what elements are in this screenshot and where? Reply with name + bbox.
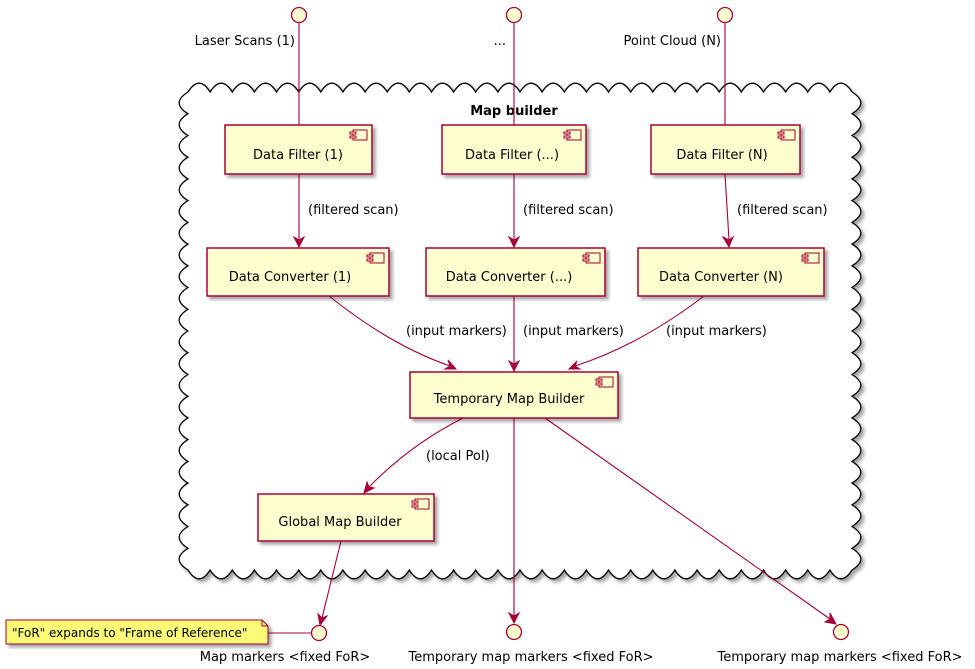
arrowhead — [507, 235, 521, 249]
output-label-map-markers: Map markers <fixed FoR> — [200, 650, 371, 665]
interface-temp-markers-1 — [505, 623, 523, 641]
edge-filter3-to-conv3 — [724, 173, 730, 241]
arrowhead — [507, 359, 521, 373]
component-label: Data Converter (N) — [659, 270, 783, 285]
edge-label-input-3: (input markers) — [666, 324, 767, 339]
arrowhead — [363, 480, 376, 494]
interface-map-markers — [310, 624, 328, 642]
edge-label-input-1: (input markers) — [406, 324, 507, 339]
edge-label-input-2: (input markers) — [523, 324, 624, 339]
interface-laser-scans — [290, 6, 308, 24]
converter-edges — [328, 295, 705, 373]
component-global-map-builder: Global Map Builder — [257, 493, 435, 542]
output-label-temp-markers-2: Temporary map markers <fixed FoR> — [716, 650, 962, 665]
edge-temp-to-tempmarkers2 — [544, 417, 831, 620]
edge-conv1-to-temp — [328, 295, 451, 367]
input-edges — [298, 20, 726, 125]
component-icon — [777, 129, 796, 141]
component-icon — [801, 252, 820, 264]
arrowhead — [292, 235, 306, 249]
component-data-converter-2: Data Converter (...) — [425, 247, 606, 297]
edge-label-filtered-2: (filtered scan) — [523, 203, 614, 218]
component-box — [650, 124, 801, 175]
arrowhead — [443, 359, 458, 370]
component-data-filter-n: Data Filter (N) — [650, 124, 801, 175]
interface-dots — [505, 6, 523, 24]
edge-label-filtered-3: (filtered scan) — [737, 203, 828, 218]
note-fold — [261, 620, 268, 627]
component-label: Data Converter (1) — [229, 270, 351, 285]
component-box — [224, 124, 373, 175]
component-data-filter-1: Data Filter (1) — [224, 124, 373, 175]
note-box — [5, 619, 269, 645]
component-box — [425, 247, 606, 297]
component-icon — [411, 498, 430, 510]
arrowhead — [721, 235, 735, 249]
component-box — [206, 247, 390, 297]
component-box — [441, 124, 587, 175]
edge-global-to-mapmarkers — [321, 540, 342, 619]
arrowhead — [823, 612, 837, 625]
map-builder-cloud — [178, 82, 862, 580]
component-label: Temporary Map Builder — [433, 392, 585, 407]
input-label-dots: ... — [494, 34, 506, 49]
component-label: Data Converter (...) — [446, 270, 573, 285]
edge-temp-to-global — [368, 417, 464, 488]
arrowhead — [317, 612, 329, 627]
component-box — [409, 371, 619, 419]
note-text: "FoR" expands to "Frame of Reference" — [12, 626, 247, 640]
interface-temp-markers-2 — [832, 623, 850, 641]
interface-point-cloud — [716, 6, 734, 24]
component-icon — [366, 252, 385, 264]
component-label: Data Filter (1) — [253, 148, 343, 163]
component-label: Data Filter (N) — [676, 148, 767, 163]
component-icon — [582, 252, 601, 264]
input-label-pcloud: Point Cloud (N) — [623, 34, 721, 49]
arrowhead — [507, 611, 521, 625]
component-temporary-map-builder: Temporary Map Builder — [409, 371, 619, 419]
edge-label-local-poi: (local PoI) — [426, 449, 490, 464]
component-label: Global Map Builder — [278, 515, 402, 530]
note: "FoR" expands to "Frame of Reference" — [5, 619, 311, 645]
component-data-converter-1: Data Converter (1) — [206, 247, 390, 297]
component-icon — [595, 376, 614, 388]
filter-edges — [292, 173, 735, 249]
edge-label-filtered-1: (filtered scan) — [308, 203, 399, 218]
component-box — [257, 493, 435, 542]
edge-conv3-to-temp — [574, 295, 705, 367]
input-label-laser: Laser Scans (1) — [195, 34, 295, 49]
component-icon — [349, 129, 368, 141]
component-data-converter-n: Data Converter (N) — [637, 247, 825, 297]
output-edges — [317, 417, 837, 627]
component-label: Data Filter (...) — [465, 148, 559, 163]
component-box — [637, 247, 825, 297]
output-label-temp-markers-1: Temporary map markers <fixed FoR> — [407, 650, 653, 665]
component-data-filter-2: Data Filter (...) — [441, 124, 587, 175]
arrowhead — [567, 360, 582, 370]
component-icon — [563, 129, 582, 141]
